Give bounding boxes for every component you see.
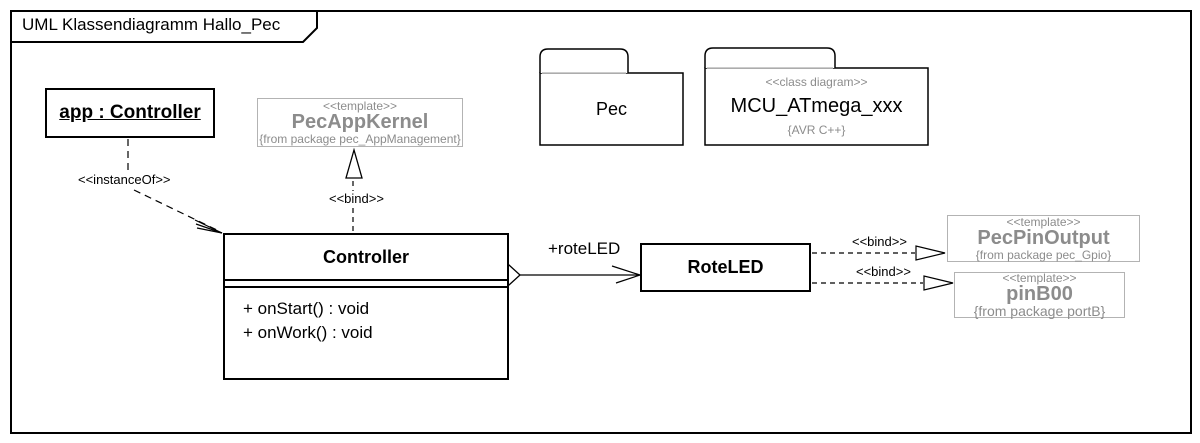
- class-node-controller: Controller + onStart() : void + onWork()…: [223, 233, 509, 380]
- template-node-pecappkernel: <<template>> PecAppKernel {from package …: [257, 98, 463, 147]
- bind-label-pecpinoutput: <<bind>>: [852, 234, 907, 249]
- class-attributes-compartment: [225, 281, 507, 288]
- class-operations-compartment: + onStart() : void + onWork() : void: [225, 288, 507, 345]
- package-name: MCU_ATmega_xxx: [730, 94, 903, 117]
- template-name: pinB00: [1006, 283, 1073, 305]
- package-name: Pec: [595, 98, 628, 119]
- diagram-frame-title: UML Klassendiagramm Hallo_Pec: [22, 15, 281, 34]
- template-package-label: {from package pec_Gpio}: [975, 248, 1112, 262]
- package-node-pec: Pec: [540, 73, 683, 145]
- instanceof-dependency-arrow: [127, 139, 223, 234]
- bind-label-pinb00: <<bind>>: [856, 264, 911, 279]
- template-package-label: {from package portB}: [973, 303, 1106, 319]
- bind-label-pecappkernel: <<bind>>: [327, 191, 386, 206]
- template-name: PecAppKernel: [291, 111, 429, 133]
- package-node-mcu-atmega: <<class diagram>> MCU_ATmega_xxx {AVR C+…: [705, 68, 928, 145]
- association-role-label: +roteLED: [548, 239, 621, 258]
- bind-arrow-pecappkernel: [345, 147, 363, 231]
- class-operation: + onStart() : void: [243, 299, 370, 318]
- object-name: app : Controller: [59, 102, 201, 123]
- mcu-package-shape: [704, 47, 929, 146]
- package-tag-label: {AVR C++}: [787, 123, 846, 137]
- bind-arrow-pinb00: [812, 275, 954, 291]
- object-node-app-controller: app : Controller: [45, 88, 215, 138]
- class-name: RoteLED: [687, 257, 764, 277]
- stereotype-label: <<template>>: [1002, 271, 1077, 285]
- template-name: PecPinOutput: [977, 227, 1110, 249]
- template-node-pinb00: <<template>> pinB00 {from package portB}: [954, 271, 1125, 319]
- roteled-aggregation-arrow: [497, 264, 641, 286]
- bind-arrow-pecpinoutput: [812, 245, 946, 261]
- frame-title-tab: [10, 10, 318, 43]
- template-node-pecpinoutput: <<template>> PecPinOutput {from package …: [947, 215, 1140, 262]
- stereotype-label: <<template>>: [1006, 215, 1081, 229]
- stereotype-label: <<class diagram>>: [765, 75, 868, 89]
- pec-package-shape: [539, 48, 684, 146]
- class-operation: + onWork() : void: [243, 323, 373, 342]
- template-package-label: {from package pec_AppManagement}: [259, 132, 461, 146]
- class-node-roteled: RoteLED: [640, 243, 811, 292]
- stereotype-label: <<template>>: [322, 99, 398, 113]
- class-name: Controller: [225, 235, 507, 281]
- diagram-frame: [10, 10, 1192, 434]
- instanceof-label: <<instanceOf>>: [78, 172, 171, 187]
